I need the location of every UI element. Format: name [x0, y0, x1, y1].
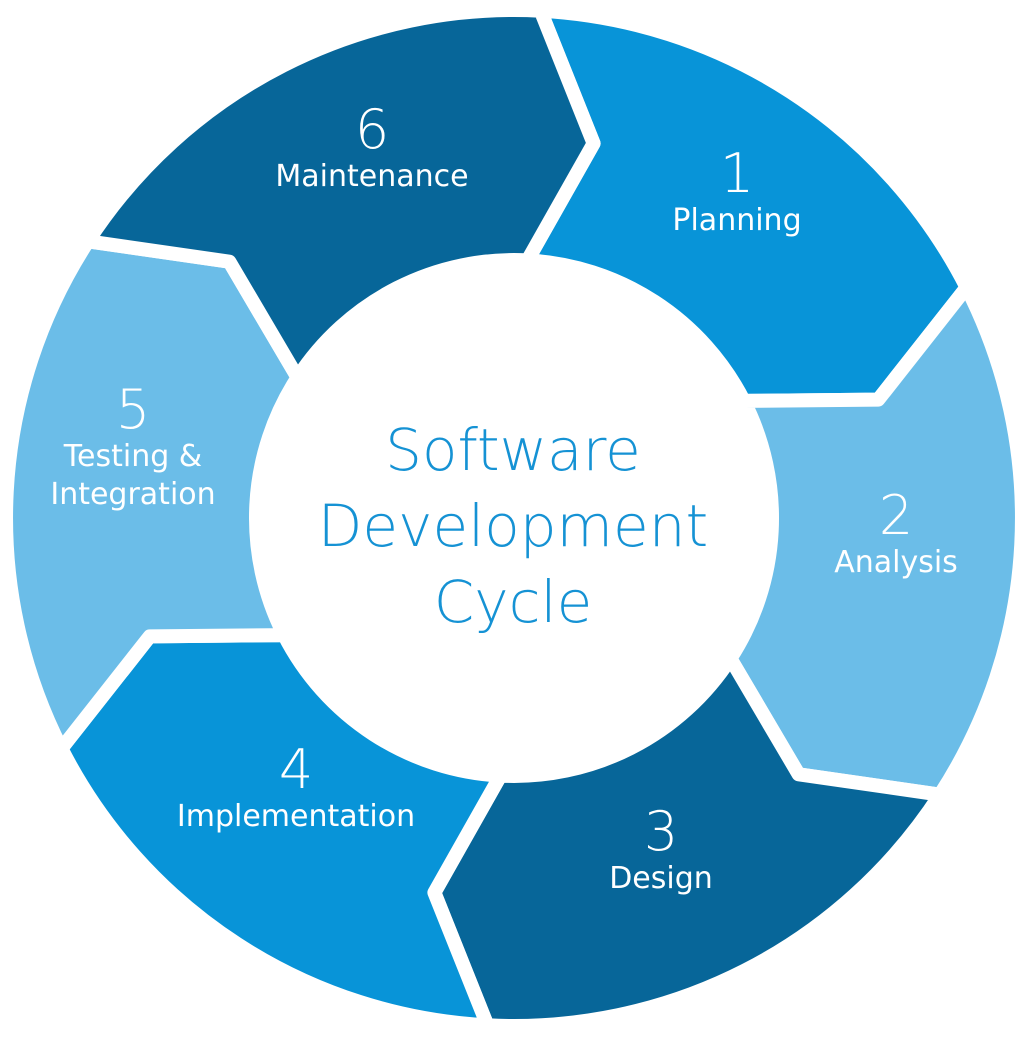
- stage-4-segment: [54, 628, 508, 1033]
- stage-label-line-2: Integration: [50, 477, 216, 512]
- stage-label: Analysis: [834, 545, 958, 580]
- stage-number: 3: [643, 800, 679, 863]
- stage-number: 1: [719, 142, 755, 205]
- title-line-2: Development: [317, 492, 709, 560]
- stage-2-segment: [723, 280, 1025, 802]
- stage-label: Planning: [672, 203, 802, 238]
- stage-3-design: 3 Design: [609, 804, 713, 898]
- stage-2-analysis: 2 Analysis: [834, 488, 958, 582]
- stage-6-maintenance: 6 Maintenance: [275, 102, 468, 196]
- diagram-title: Software Development Cycle: [318, 412, 708, 640]
- title-line-3: Cycle: [433, 568, 593, 636]
- stage-label: Testing &: [63, 439, 203, 474]
- stage-5-testing-integration: 5 Testing & Integration: [50, 382, 215, 514]
- title-line-1: Software: [385, 416, 641, 484]
- stage-label: Design: [609, 861, 713, 896]
- stage-6-segment: [81, 3, 601, 385]
- stage-5-segment: [0, 234, 305, 756]
- stage-number: 5: [115, 378, 151, 441]
- stage-4-implementation: 4 Implementation: [177, 742, 415, 836]
- stage-label: Maintenance: [275, 159, 469, 194]
- stage-number: 4: [278, 738, 314, 801]
- stage-1-planning: 1 Planning: [672, 146, 801, 240]
- stage-label: Implementation: [176, 799, 416, 834]
- stage-3-segment: [427, 651, 947, 1033]
- stage-1-segment: [520, 3, 974, 408]
- stage-number: 2: [878, 484, 914, 547]
- center-circle: [262, 266, 766, 770]
- stage-number: 6: [354, 98, 390, 161]
